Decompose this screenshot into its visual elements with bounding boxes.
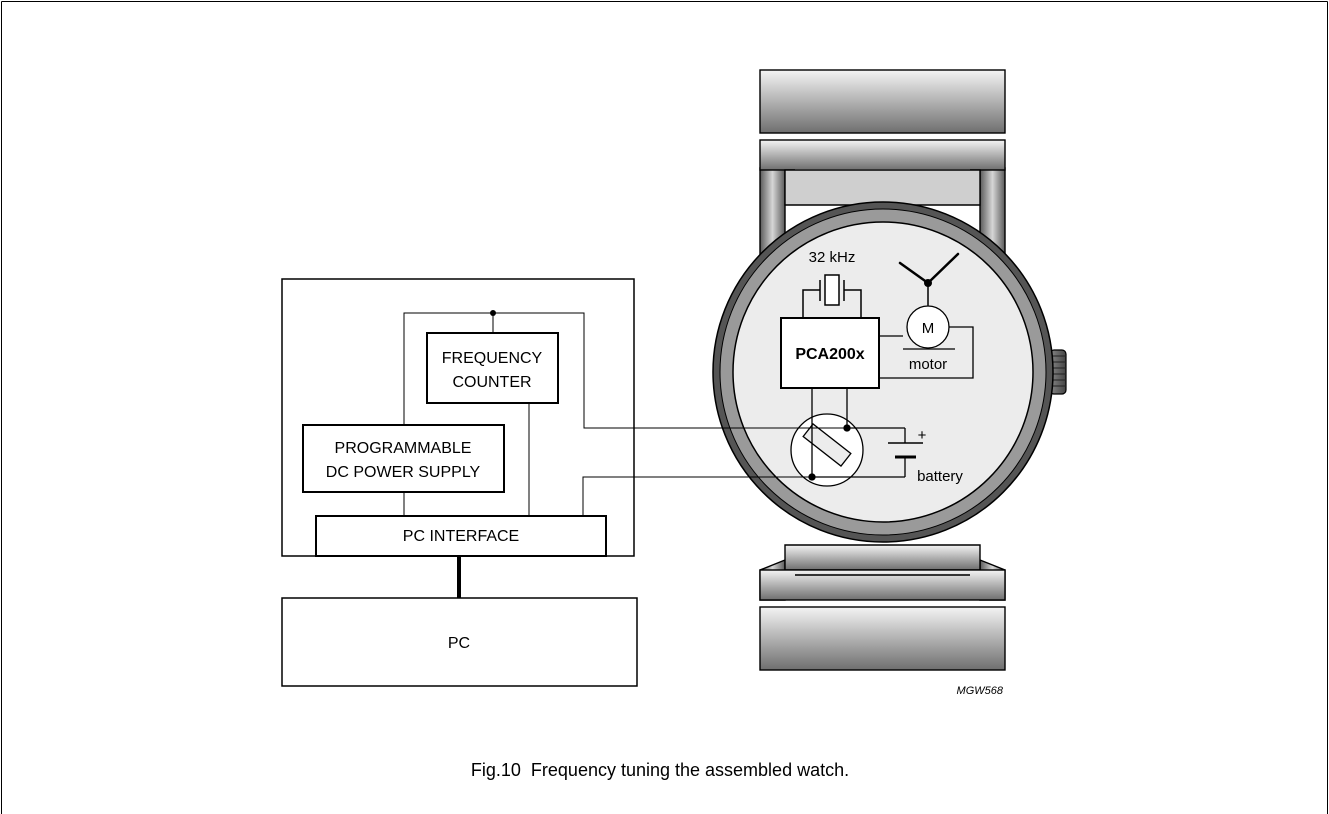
- power-supply-label-1: PROGRAMMABLE: [335, 440, 472, 457]
- equipment-enclosure: [281, 278, 635, 557]
- power-supply-box: [302, 424, 505, 493]
- battery-plus-label: +: [918, 427, 927, 444]
- frequency-counter-box: [426, 332, 559, 404]
- power-supply-label-2: DC POWER SUPPLY: [326, 464, 481, 481]
- motor-label: motor: [909, 356, 947, 373]
- chip-box: [780, 317, 880, 389]
- battery-label: battery: [917, 468, 963, 485]
- frequency-counter-label-1: FREQUENCY: [442, 350, 543, 367]
- crystal-label: 32 kHz: [809, 249, 856, 266]
- motor-symbol: [879, 305, 974, 379]
- watch: [712, 69, 1067, 671]
- test-equipment: [281, 278, 847, 687]
- crystal-symbol: [802, 274, 862, 318]
- pc-box: [281, 597, 638, 687]
- motor-symbol-label: M: [922, 320, 935, 337]
- drawing-code: MGW568: [957, 685, 1004, 697]
- watch-band-top: [759, 69, 1006, 206]
- chip-label: PCA200x: [795, 346, 864, 363]
- frequency-counter-label-2: COUNTER: [452, 374, 531, 391]
- labels: FREQUENCY COUNTER PROGRAMMABLE DC POWER …: [326, 249, 1004, 780]
- watch-band-bottom: [759, 544, 1006, 671]
- internal-wiring: [403, 312, 847, 516]
- pc-interface-label: PC INTERFACE: [403, 528, 519, 545]
- pc-label: PC: [448, 635, 470, 652]
- figure-caption: Fig.10 Frequency tuning the assembled wa…: [471, 760, 849, 780]
- battery-cell: [790, 388, 923, 487]
